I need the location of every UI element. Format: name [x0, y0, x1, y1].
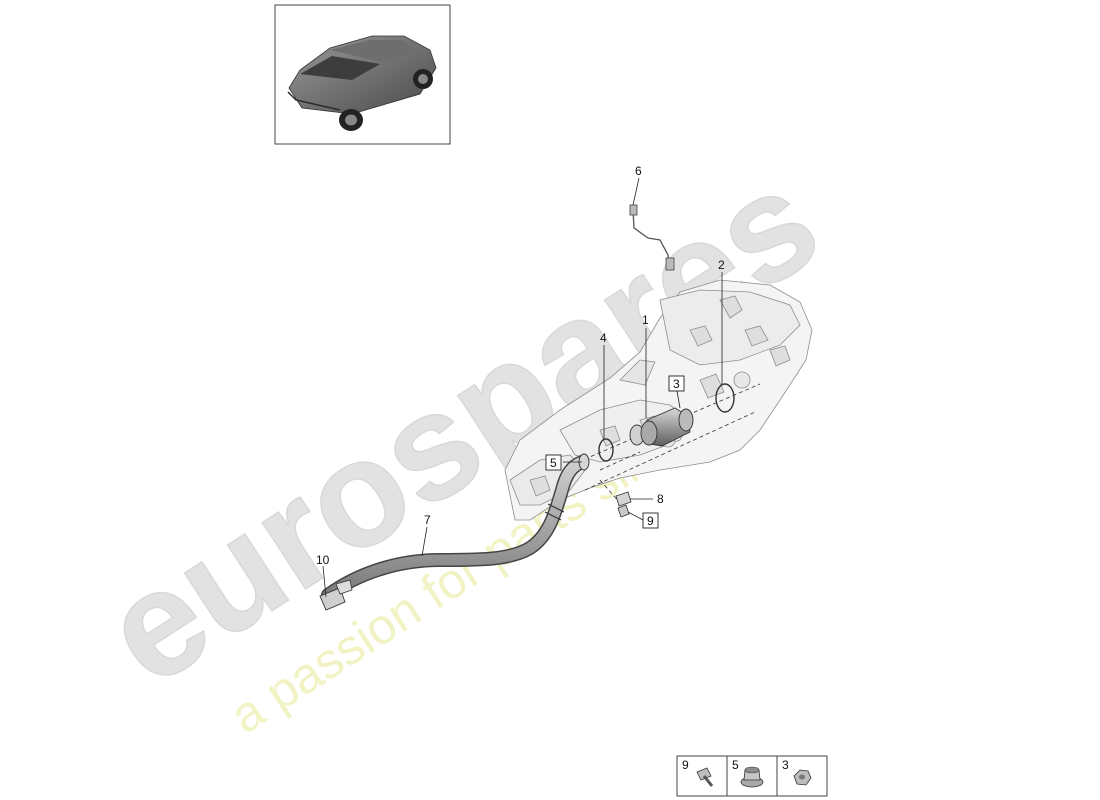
oxygen-sensor: [629, 204, 675, 271]
callout-10-label: 10: [316, 553, 330, 567]
callout-9: 9: [642, 512, 659, 529]
callout-4: 4: [600, 331, 607, 345]
callout-9-box: [642, 512, 659, 529]
catalytic-converter: [629, 407, 694, 447]
clamp-ring-2: [715, 383, 735, 413]
callout-1: 1: [642, 313, 649, 327]
callout-9-label: 9: [647, 514, 654, 528]
callout-8-label: 8: [657, 492, 664, 506]
callout-6-label: 6: [635, 164, 642, 178]
callout-7-label: 7: [424, 513, 431, 527]
flange-nut-icon: [740, 766, 764, 788]
callout-4-label: 4: [600, 331, 607, 345]
legend-item-3-label: 3: [782, 758, 789, 772]
fastener-legend: 9 5 3: [676, 755, 828, 797]
bracket-part-8: [615, 491, 632, 507]
callout-6: 6: [635, 164, 642, 178]
callout-3: 3: [668, 375, 685, 392]
leader-lines: [322, 177, 723, 598]
callout-3-box: [668, 375, 685, 392]
nut-icon: [793, 769, 812, 786]
callout-7: 7: [424, 513, 431, 527]
bolt-icon: [696, 767, 714, 787]
legend-item-3: 3: [782, 758, 812, 786]
callout-10: 10: [316, 553, 330, 567]
vehicle-thumbnail: [274, 4, 451, 145]
clamp-ring-4: [598, 438, 614, 462]
exhaust-pipe: [321, 453, 590, 602]
legend-item-9-label: 9: [682, 758, 689, 772]
callout-2: 2: [718, 258, 725, 272]
callout-5-box: [545, 454, 562, 471]
car-suv-coupe-icon: [287, 35, 437, 131]
callout-3-label: 3: [673, 377, 680, 391]
legend-item-9: 9: [682, 758, 714, 787]
callout-5-label: 5: [550, 456, 557, 470]
bolt-part-9: [617, 504, 630, 518]
callout-5: 5: [545, 454, 562, 471]
callout-8: 8: [657, 492, 664, 506]
callout-labels: 1 2 3 4 5 6 7 8 9 10: [316, 164, 725, 567]
callout-2-label: 2: [718, 258, 725, 272]
pipe-clamp-bracket: [319, 579, 353, 611]
legend-item-5-label: 5: [732, 758, 739, 772]
legend-item-5: 5: [732, 758, 764, 788]
callout-1-label: 1: [642, 313, 649, 327]
